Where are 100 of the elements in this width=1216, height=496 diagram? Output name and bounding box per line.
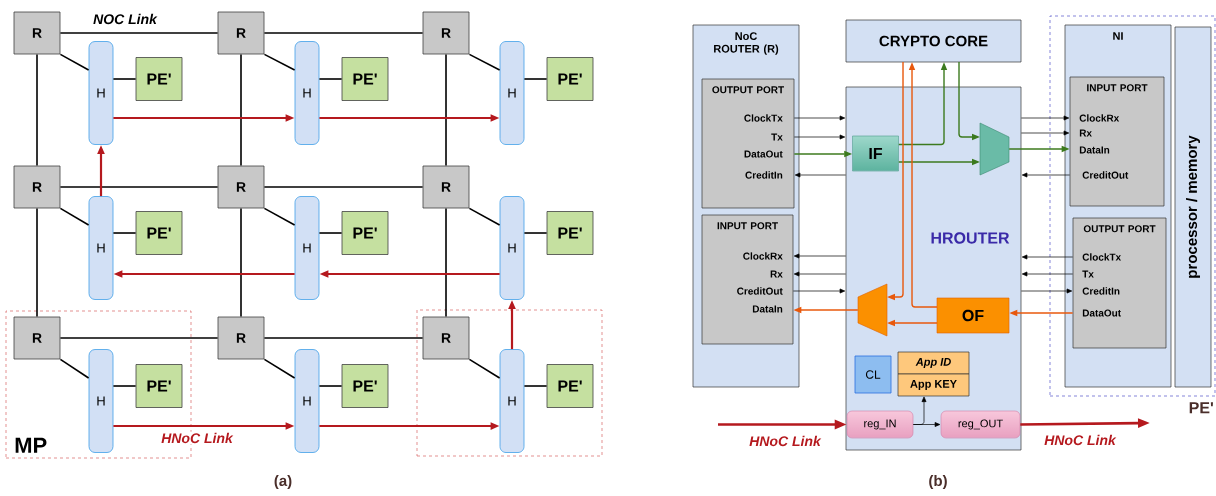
edge-label: NOC Link [92, 12, 158, 26]
table-cell: App KEY [897, 373, 970, 397]
link-line [112, 385, 137, 387]
multiplexer-symbol [979, 122, 1010, 176]
router-box: R [217, 11, 265, 55]
node-label: PE' [1189, 402, 1213, 414]
arrow [1021, 288, 1073, 294]
edge-label: HNoC Link [160, 431, 234, 445]
signal-label: DataOut [744, 150, 783, 158]
link-line [263, 207, 296, 226]
router-box: R [422, 165, 470, 209]
signal-label: Tx [771, 133, 783, 141]
signal-label: DataOut [1082, 309, 1121, 317]
link-line [523, 78, 548, 80]
link-line [445, 53, 447, 167]
router-box: R [217, 165, 265, 209]
link-line [468, 207, 501, 226]
link-line [59, 358, 90, 379]
signal-label: ClockTx [1082, 253, 1122, 261]
hnoc-router-box: H [88, 349, 114, 453]
link-line [523, 232, 548, 234]
signal-label: Tx [1082, 270, 1094, 278]
signal-label: Rx [1079, 129, 1092, 137]
router-box: R [217, 316, 265, 360]
link-line [263, 186, 424, 188]
link-line [263, 53, 296, 71]
signal-label: CreditOut [1082, 171, 1129, 179]
processing-element-box: PE' [135, 211, 183, 255]
router-box: R [13, 11, 61, 55]
arrow [793, 271, 846, 277]
hnoc-router-box: H [294, 41, 320, 145]
link-line [59, 207, 90, 226]
hnoc-router-box: H [88, 41, 114, 145]
hnoc-router-box: H [499, 196, 525, 300]
panel-caption: (b) [929, 475, 947, 489]
link-line [112, 232, 137, 234]
arrow [794, 115, 846, 121]
hnoc-router-box: H [88, 196, 114, 300]
processing-element-box: PE' [341, 57, 389, 101]
processor-memory-box: processor / memory [1174, 26, 1212, 388]
cl-box: CL [854, 355, 892, 394]
router-box: R [422, 11, 470, 55]
link-line [445, 207, 447, 318]
processing-element-box: PE' [341, 364, 389, 408]
arrow [794, 172, 846, 178]
hnoc-router-box: H [294, 196, 320, 300]
link-line [59, 53, 90, 71]
signal-label: ClockRx [743, 252, 783, 260]
hnoc-router-box: H [499, 41, 525, 145]
arrow [794, 134, 846, 140]
processing-element-box: PE' [135, 57, 183, 101]
link-line [112, 78, 137, 80]
edge-label: HNoC Link [1043, 433, 1117, 447]
arrow [1021, 172, 1070, 178]
link-line [468, 53, 501, 71]
signal-label: DataIn [752, 305, 783, 313]
crypto-core-box: CRYPTO CORE [845, 19, 1022, 63]
link-line [59, 186, 219, 188]
edge-label: HNoC Link [748, 434, 822, 448]
signal-label: ClockRx [1079, 114, 1120, 122]
processing-element-box: PE' [546, 211, 594, 255]
processing-element-box: PE' [546, 57, 594, 101]
router-box: R [422, 316, 470, 360]
link-line [263, 358, 296, 379]
link-line [59, 337, 219, 339]
signal-label: ClockTx [744, 114, 783, 122]
arrow [1021, 254, 1073, 260]
processing-element-box: PE' [341, 211, 389, 255]
table-cell: App ID [897, 351, 970, 375]
arrow [793, 288, 846, 294]
register-box: reg_IN [846, 410, 914, 439]
link-line [59, 32, 219, 34]
signal-label: DataIn [1079, 146, 1110, 154]
panel-caption: (a) [274, 475, 292, 489]
dashed-region [416, 309, 603, 457]
router-box: R [13, 316, 61, 360]
output-filter-box: OF [936, 297, 1010, 334]
register-box: reg_OUT [940, 410, 1021, 439]
link-line [318, 232, 343, 234]
processing-element-box: PE' [546, 364, 594, 408]
arrow [912, 396, 927, 425]
hnoc-router-box: H [499, 349, 525, 453]
multiplexer-symbol [857, 283, 888, 337]
link-line [263, 32, 424, 34]
router-box: R [13, 165, 61, 209]
arrow [1021, 115, 1070, 121]
link-line [36, 53, 38, 167]
signal-label: CreditIn [1082, 287, 1120, 295]
signal-label: Rx [770, 270, 783, 278]
hnoc-router-box: H [294, 349, 320, 453]
link-line [468, 358, 501, 379]
link-line [263, 337, 424, 339]
link-line [240, 53, 242, 167]
arrow [793, 253, 846, 259]
arrow [1021, 271, 1073, 277]
signal-label: CreditIn [745, 171, 783, 179]
link-line [318, 385, 343, 387]
link-line [240, 207, 242, 318]
input-filter-box: IF [852, 135, 899, 172]
link-line [523, 385, 548, 387]
